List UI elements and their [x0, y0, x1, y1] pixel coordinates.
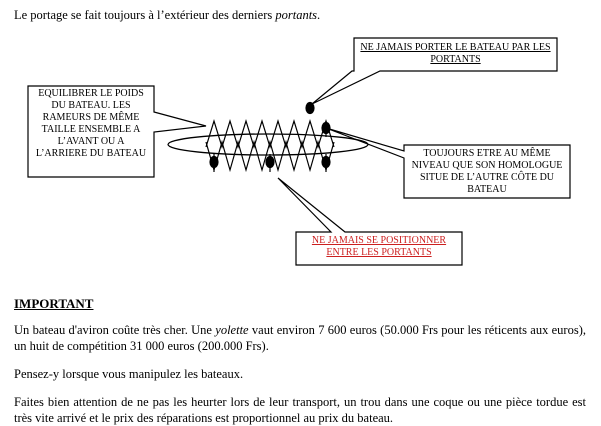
rower-bottom-1: [209, 155, 219, 169]
riggers: [205, 118, 335, 173]
callout-level-shape: [325, 127, 571, 199]
important-paragraph-reminder: Pensez-y lorsque vous manipulez les bate…: [14, 367, 244, 381]
callout-never-carry: NE JAMAIS PORTER LE BATEAU PAR LES PORTA…: [354, 38, 557, 71]
price-text-end: vaut environ 7 600 euros (50.000 Frs pou…: [14, 323, 586, 353]
rower-top-2: [321, 121, 331, 135]
rower-bottom-3: [321, 155, 331, 169]
rigger-bottom: [205, 139, 335, 173]
callout-between-text: NE JAMAIS SE POSITIONNER ENTRE LES PORTA…: [311, 235, 447, 258]
intro-end: .: [317, 8, 321, 22]
intro-emphasis: portants: [275, 8, 318, 22]
callout-balance-text: EQUILIBRER LE POIDS DU BATEAU. LES RAMEU…: [35, 88, 147, 159]
callout-between-shape: [277, 177, 463, 266]
callout-level-text: TOUJOURS ETRE AU MÊME NIVEAU QUE SON HOM…: [411, 148, 563, 195]
callout-balance-shape: [27, 85, 207, 178]
intro-text: Le portage se fait toujours à l’extérieu…: [14, 8, 276, 22]
intro-sentence: Le portage se fait toujours à l’extérieu…: [14, 8, 320, 23]
important-paragraph-care: Faites bien attention de ne pas les heur…: [14, 395, 586, 425]
boat-diagram: [27, 37, 571, 266]
price-text-start: Un bateau d'aviron coûte très cher. Une: [14, 323, 216, 337]
rigger-top: [205, 118, 335, 150]
important-heading: IMPORTANT: [14, 296, 94, 311]
callout-carry-text: NE JAMAIS PORTER LE BATEAU PAR LES PORTA…: [360, 42, 551, 65]
callout-never-between: NE JAMAIS SE POSITIONNER ENTRE LES PORTA…: [296, 232, 462, 265]
callout-carry-shape: [311, 37, 558, 105]
important-paragraph-price: Un bateau d'aviron coûte très cher. Une …: [14, 322, 586, 354]
boat-hull: [167, 133, 369, 156]
rower-bottom-2: [265, 155, 275, 169]
rowers: [209, 101, 331, 172]
callout-same-level: TOUJOURS ETRE AU MÊME NIVEAU QUE SON HOM…: [404, 145, 570, 198]
callout-balance-weight: EQUILIBRER LE POIDS DU BATEAU. LES RAMEU…: [28, 86, 154, 177]
price-text-emphasis: yolette: [215, 323, 249, 337]
rower-top-1: [305, 101, 315, 115]
